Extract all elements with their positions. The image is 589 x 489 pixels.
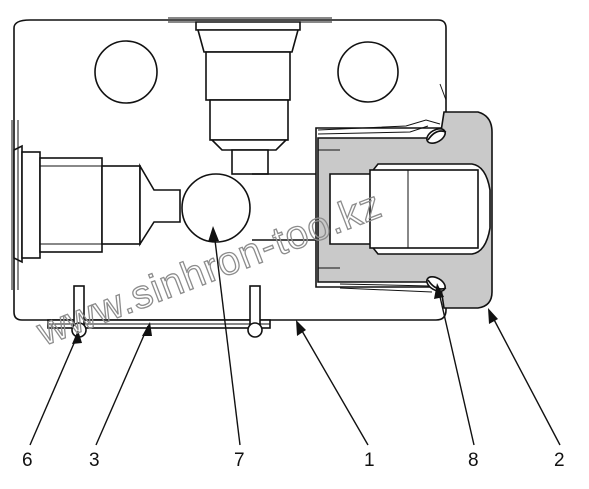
callout-1: 1 (364, 450, 375, 471)
callout-3: 3 (89, 450, 100, 471)
callout-labels: 6 3 7 1 8 2 (22, 450, 565, 471)
callout-8: 8 (468, 450, 479, 471)
check-ball (181, 173, 251, 243)
port-circle-left (94, 40, 158, 104)
horizontal-passage (252, 173, 316, 241)
callout-7: 7 (234, 450, 245, 471)
leader-lines (29, 226, 561, 446)
callout-6: 6 (22, 450, 33, 471)
left-port (11, 120, 181, 290)
right-adapter (317, 111, 493, 309)
bottom-plate (47, 319, 271, 329)
callout-2: 2 (554, 450, 565, 471)
top-bore (195, 21, 301, 175)
port-circle-right (337, 41, 399, 103)
o-rings (426, 127, 447, 293)
dowel-pins (71, 285, 263, 338)
